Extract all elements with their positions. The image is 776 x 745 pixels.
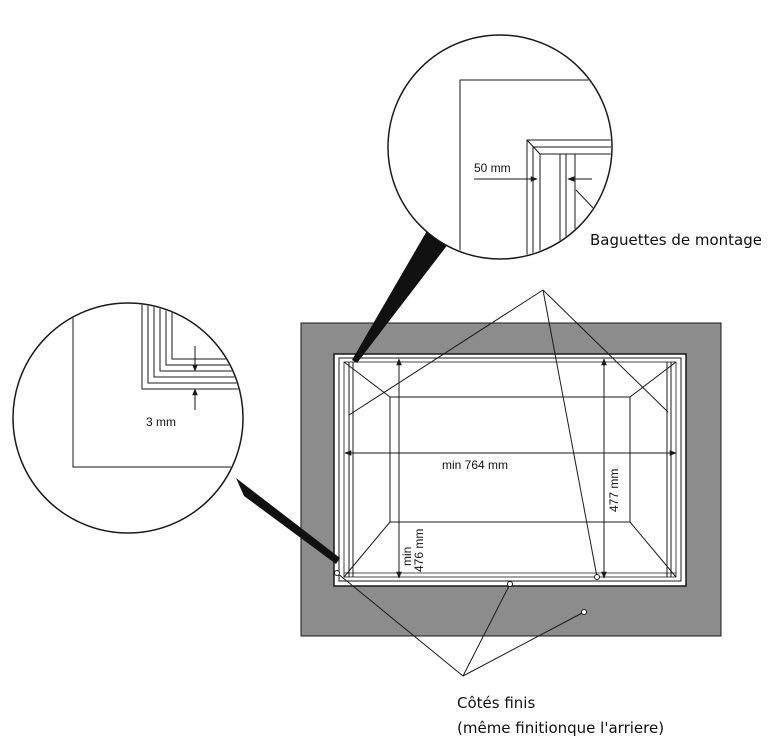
mounting-strips-label: Baguettes de montage [590, 231, 762, 249]
width-dimension-label: min 764 mm [442, 458, 508, 472]
min-height-label-line1: min [400, 547, 414, 566]
finished-sides-label-line1: Côtés finis [457, 694, 535, 712]
left-callout-wedge [236, 478, 340, 564]
finished-sides-leaders [336, 572, 585, 677]
left-detail-magnifier: 3 mm [12, 302, 244, 534]
gap-3mm-label: 3 mm [146, 415, 176, 429]
niche-opening [333, 353, 687, 587]
gap-50mm-label: 50 mm [474, 161, 511, 175]
finished-sides-label-line2: (même finitionque l'arriere) [457, 719, 664, 737]
top-callout-wedge [352, 229, 452, 363]
min-height-dimension-label: min 476 mm [400, 529, 426, 572]
min-height-label-line2: 476 mm [412, 529, 426, 572]
mounting-strips-leaders [348, 289, 669, 578]
height-dimension-label: 477 mm [607, 469, 621, 512]
top-detail-magnifier: 50 mm [387, 34, 613, 260]
